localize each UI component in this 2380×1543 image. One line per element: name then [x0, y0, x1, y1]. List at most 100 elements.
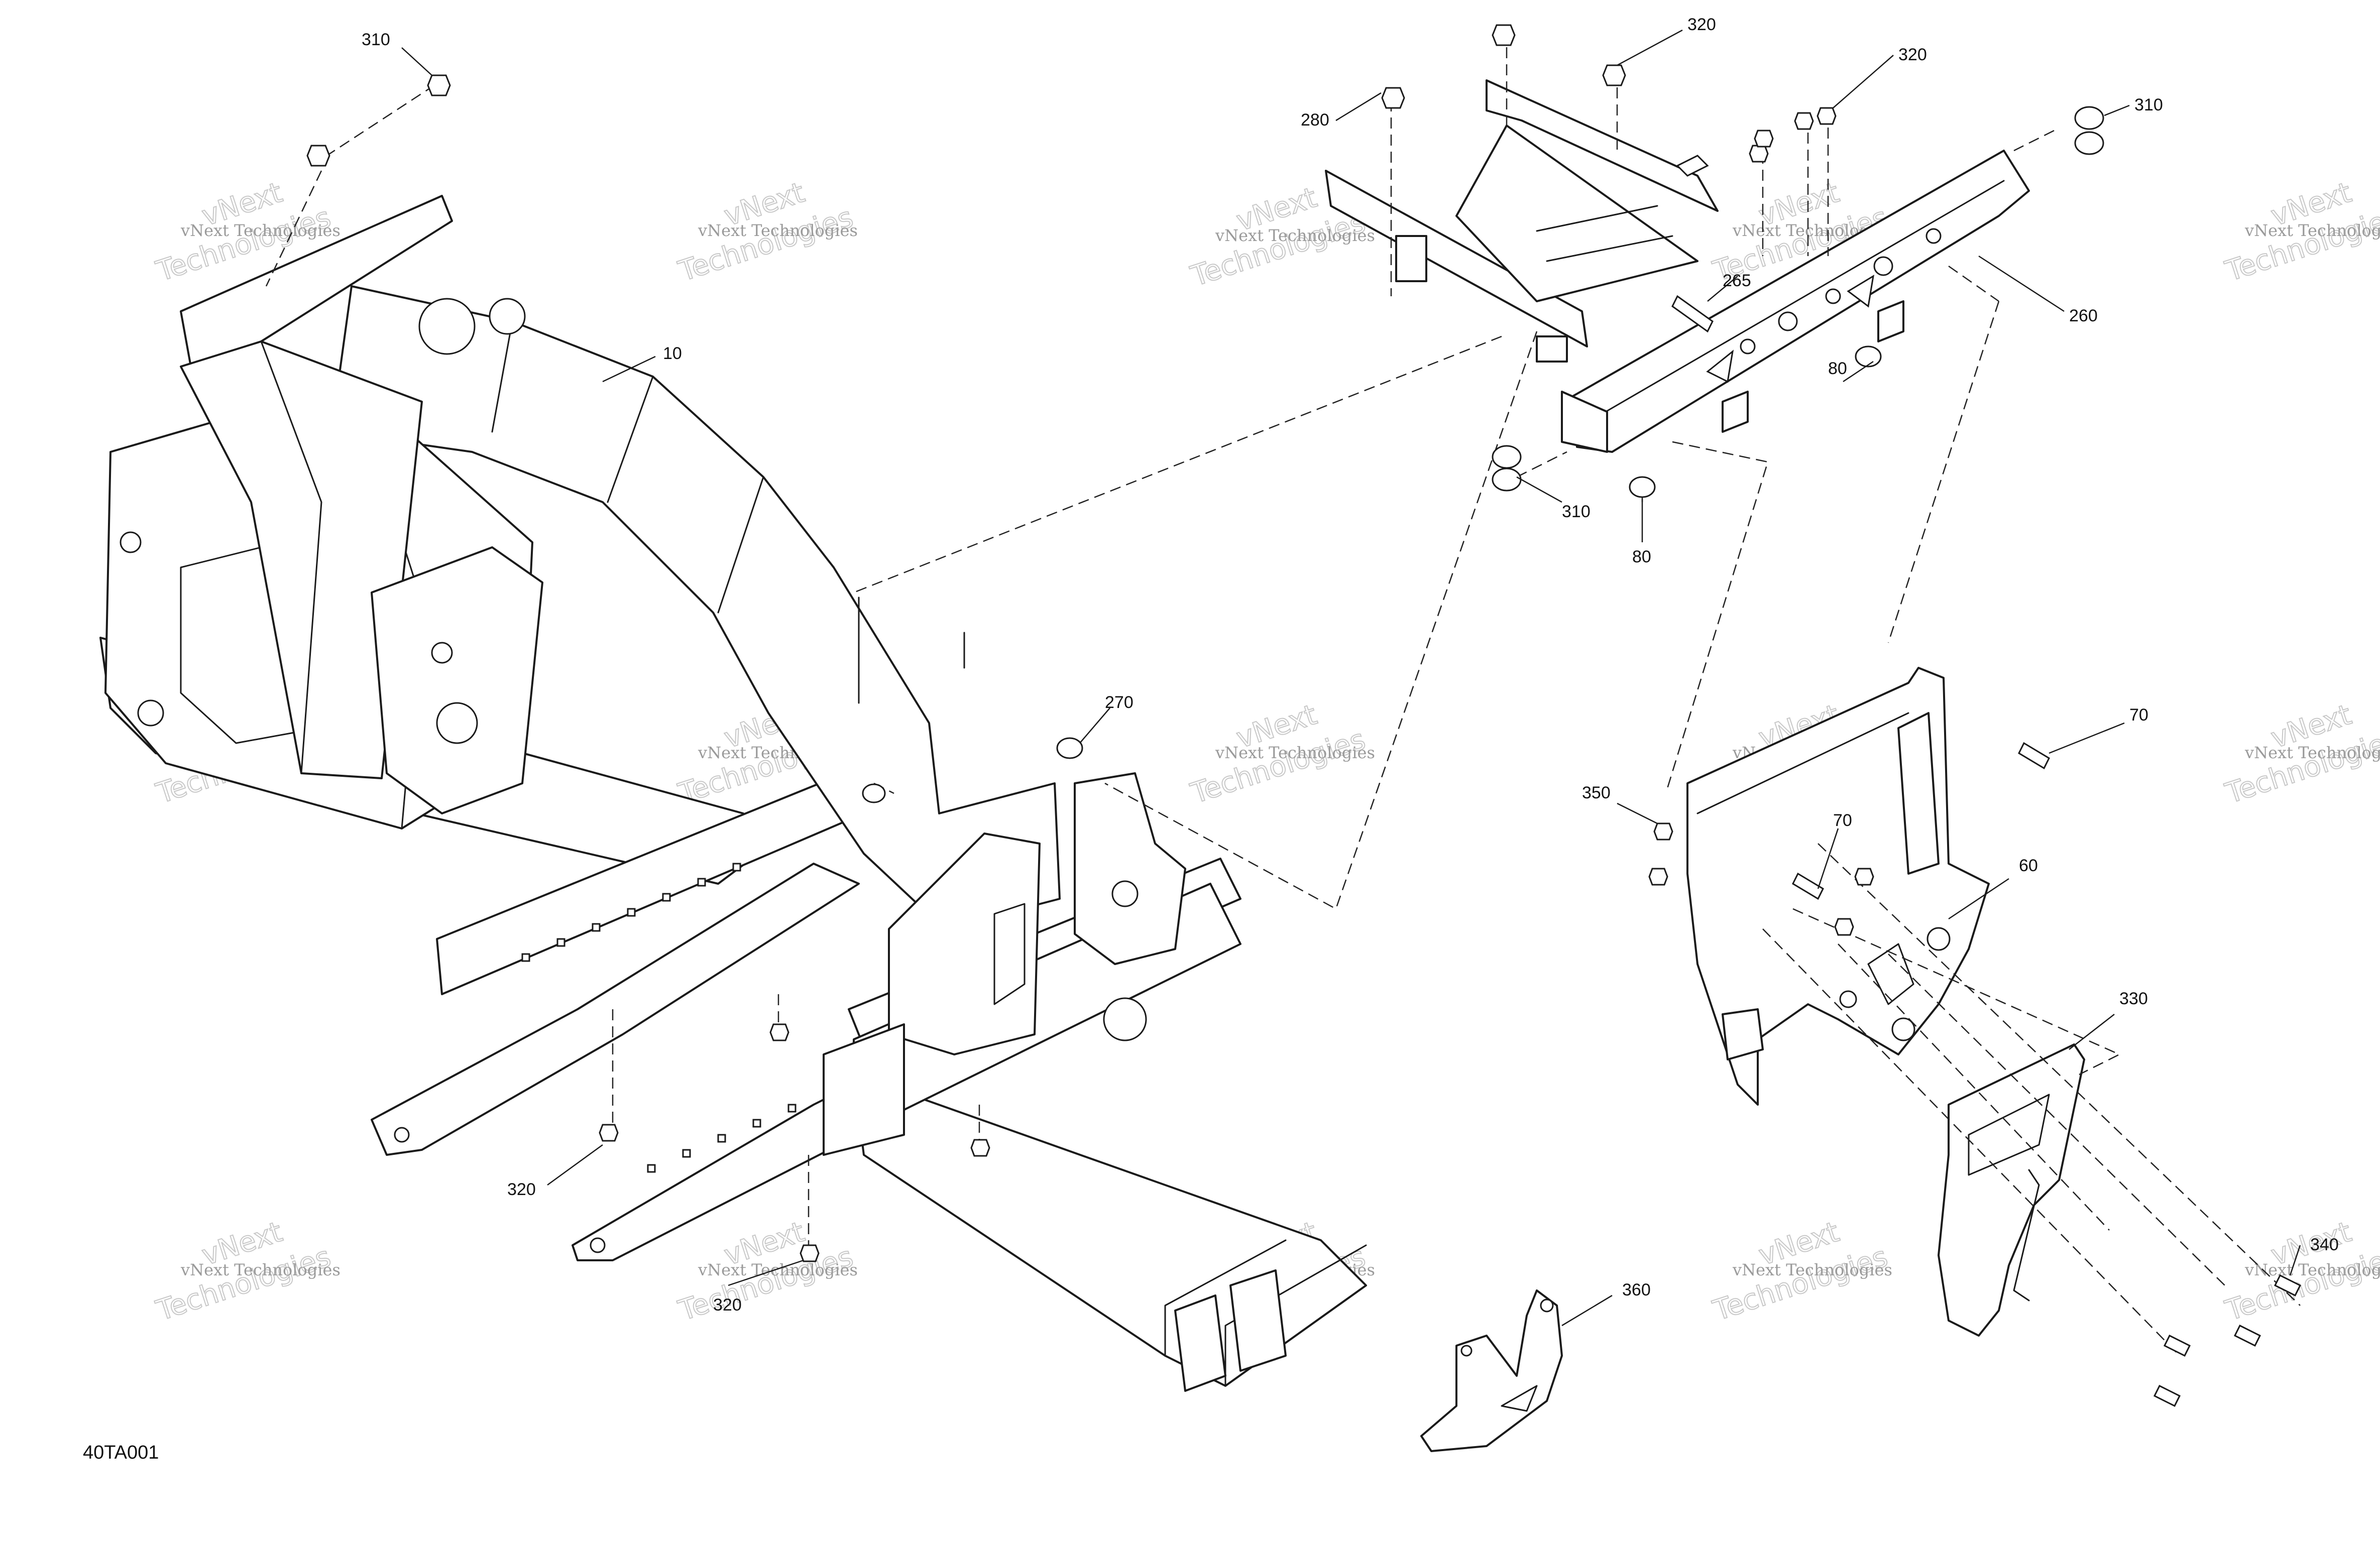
nut [769, 1023, 789, 1041]
bolt [2233, 1324, 2261, 1347]
watermark-text: vNext Technologies [1732, 1260, 1892, 1279]
front-upper-bracket [180, 195, 453, 368]
nut [427, 74, 451, 96]
watermark-text: vNext Technologies [1215, 743, 1375, 762]
subframe-main-beam [1571, 150, 2030, 453]
small-bracket [1420, 1289, 1563, 1452]
rear-lower-tube [853, 1074, 1367, 1387]
watermark: vNext Technologies vNext Technologies [2221, 176, 2380, 289]
watermark: vNext Technologies vNext Technologies [674, 1215, 858, 1328]
watermark-text: vNext Technologies [2244, 1260, 2380, 1279]
bolt [1676, 155, 1709, 177]
subframe-cross-rail [1455, 125, 1698, 302]
watermark-text: vNext Technologies [698, 1260, 858, 1279]
bushing [2074, 131, 2104, 155]
callout-280: 280 [1301, 110, 1329, 130]
callout-310: 310 [362, 30, 390, 49]
steering-mount [418, 298, 476, 355]
rear-plate-right [1074, 772, 1186, 965]
nut [1653, 822, 1673, 841]
bolt [2153, 1384, 2181, 1407]
callout-340: 340 [2310, 1235, 2339, 1254]
nut [970, 1139, 990, 1157]
nut [1794, 112, 1814, 130]
watermark: vNext Technologies vNext Technologies [674, 176, 858, 289]
callout-310: 310 [2134, 95, 2163, 114]
front-bulkhead [371, 546, 543, 814]
shield-plate [1938, 1043, 2085, 1337]
right-bracket [1686, 667, 1990, 1106]
callout-10: 10 [663, 344, 682, 363]
callout-320: 320 [1898, 45, 1927, 64]
assembly-lines [265, 30, 2301, 1356]
watermark: vNext Technologies vNext Technologies [152, 1215, 341, 1328]
nut [1381, 87, 1405, 109]
bushing [2074, 106, 2104, 130]
callout-320: 320 [713, 1295, 742, 1315]
rear-tube-square-left [1174, 1294, 1226, 1392]
subframe-top-rail [1486, 79, 1719, 212]
bracket-post [1897, 712, 1940, 875]
spacer [1629, 476, 1656, 498]
watermark-text: vNext Technologies [1215, 226, 1375, 245]
spacer [1056, 737, 1083, 759]
callout-330: 330 [2119, 989, 2148, 1008]
bolt [2163, 1334, 2191, 1357]
small-bracket-plate [1420, 1289, 1563, 1452]
nut [1854, 868, 1874, 886]
watermark: vNext Technologies vNext Technologies [1709, 1215, 1892, 1328]
rail-holes [394, 863, 797, 1253]
subframe-tab [1722, 391, 1749, 433]
spacer [862, 783, 886, 803]
callout-350: 350 [1582, 783, 1611, 802]
bolt [2018, 742, 2050, 770]
bolt [2274, 1274, 2302, 1297]
watermark: vNext Technologies vNext Technologies [2221, 1215, 2380, 1328]
callout-320: 320 [507, 1180, 536, 1199]
watermark: vNext Technologies vNext Technologies [2221, 698, 2380, 811]
callout-310: 310 [1562, 502, 1591, 521]
nut [1602, 64, 1626, 86]
subframe-bracket [1536, 335, 1568, 363]
nut [1492, 24, 1516, 46]
heat-shield [1938, 1043, 2085, 1337]
spacer [1855, 345, 1882, 368]
fasteners [306, 24, 2302, 1407]
rear-tube-square-right [1229, 1269, 1287, 1372]
callout-70: 70 [1833, 811, 1852, 830]
callout-320: 320 [1687, 15, 1716, 34]
callout-260: 260 [2069, 306, 2098, 325]
watermark-text: vNext Technologies [180, 221, 341, 240]
bolt [1792, 872, 1824, 900]
nut [1834, 918, 1854, 936]
callout-270: 270 [1105, 693, 1134, 712]
nut [599, 1124, 619, 1142]
bracket-foot [1722, 1008, 1764, 1060]
nut [1817, 107, 1837, 125]
subframe-bracket [1395, 235, 1427, 282]
nut [1749, 145, 1769, 163]
nut [1754, 130, 1774, 148]
callout-80: 80 [1632, 547, 1651, 566]
watermark-text: vNext Technologies [698, 221, 858, 240]
callout-60: 60 [2019, 856, 2038, 875]
callout-70: 70 [2129, 705, 2148, 725]
skid-rail-left [371, 863, 860, 1156]
subframe-tab [1877, 300, 1904, 342]
callout-leaders [401, 29, 2301, 1327]
watermark: vNext Technologies vNext Technologies [1186, 698, 1375, 811]
central-spine-tube [330, 285, 1061, 930]
front-tube-square [823, 1023, 905, 1156]
watermark-text: vNext Technologies [2244, 221, 2380, 240]
subframe-side-rail [1325, 170, 1588, 347]
callout-80: 80 [1828, 359, 1847, 378]
watermark-text: vNext Technologies [2244, 743, 2380, 762]
bushing [1492, 467, 1522, 492]
bolt [1671, 295, 1714, 333]
nut [800, 1244, 820, 1262]
nut [1648, 868, 1668, 886]
callout-360: 360 [1622, 1280, 1651, 1299]
drawing-reference-code: 40TA001 [83, 1442, 159, 1463]
watermark-text: vNext Technologies [180, 1260, 341, 1279]
